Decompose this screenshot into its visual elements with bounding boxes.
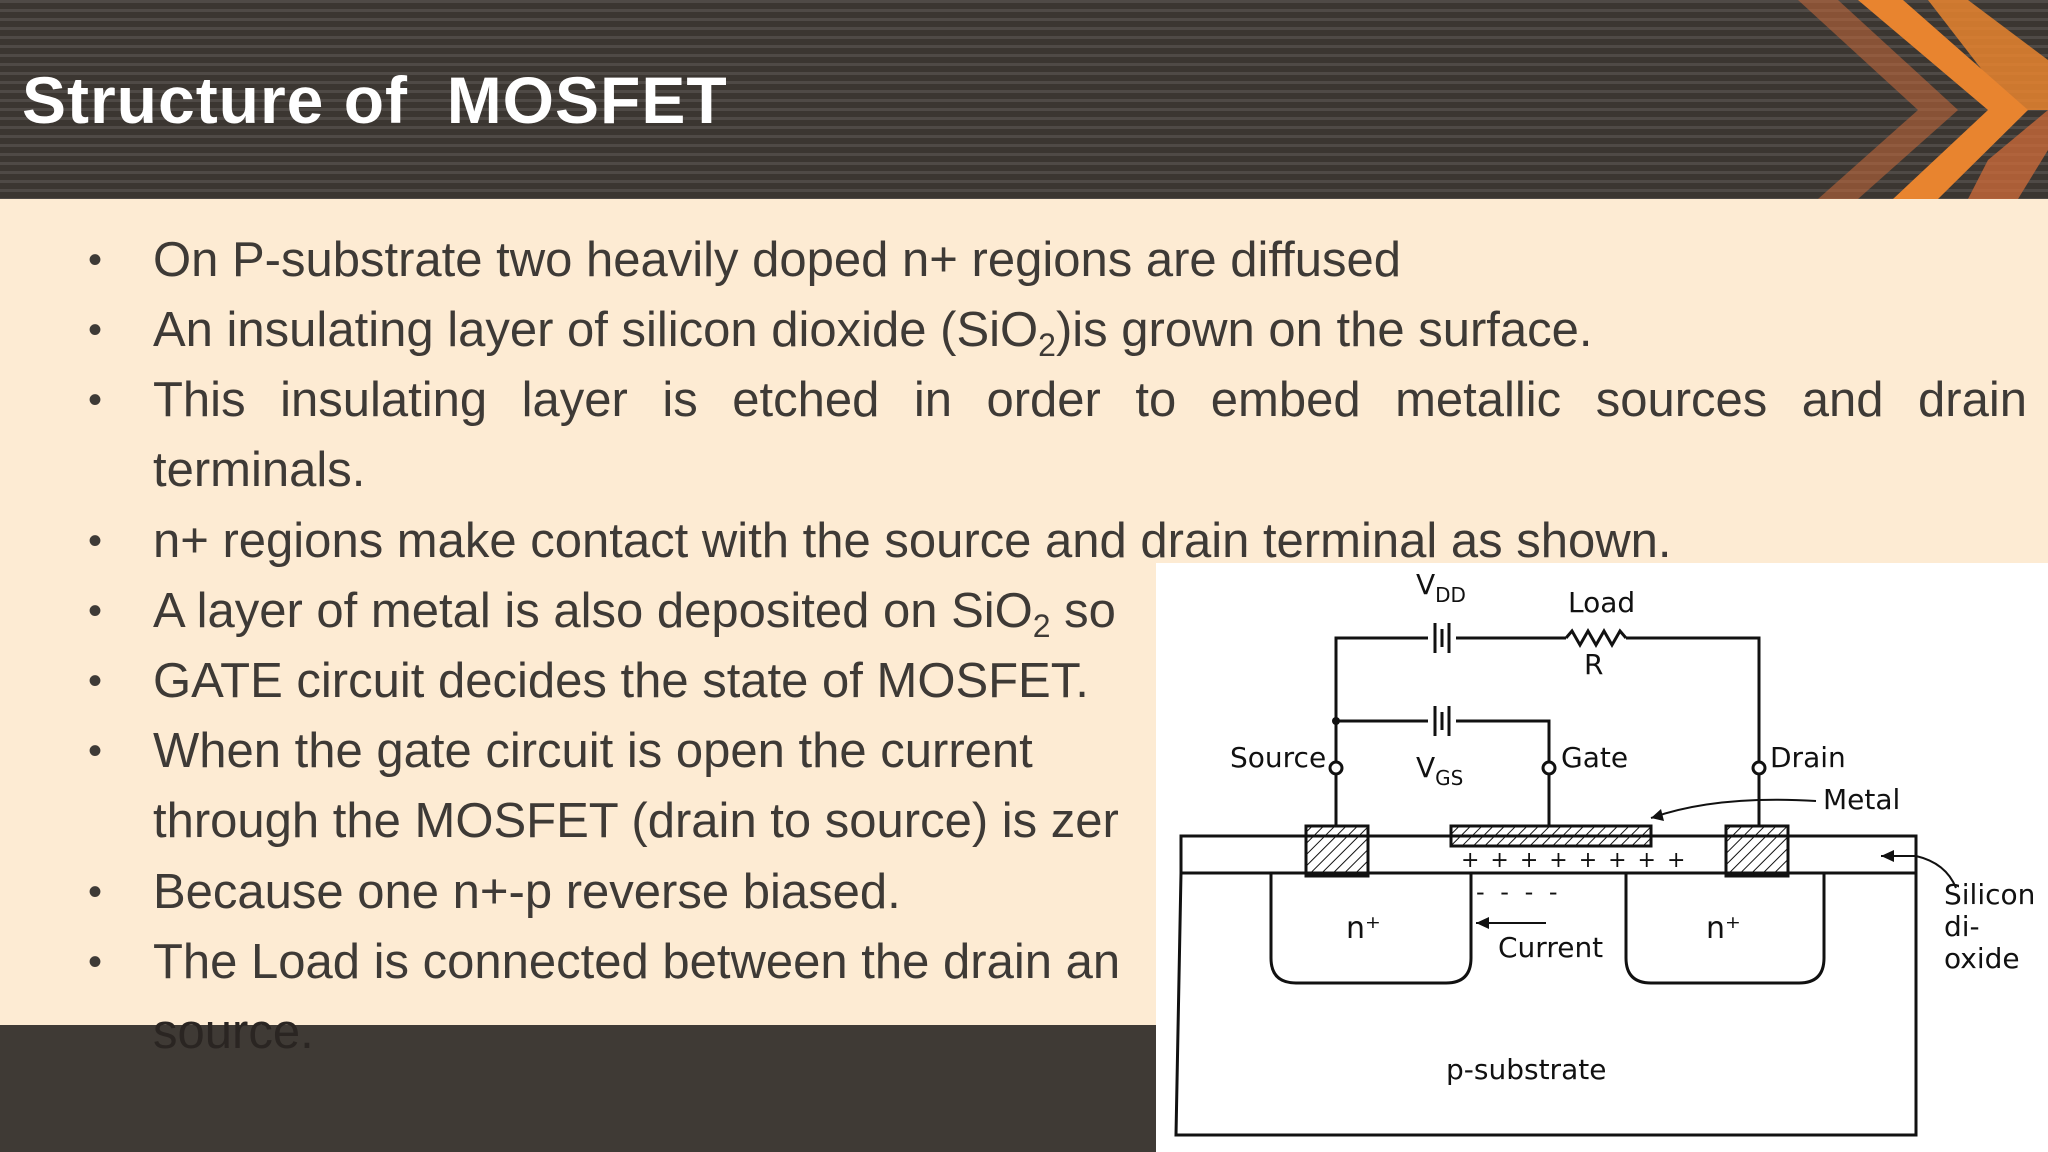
bullet-marker: • [88, 238, 103, 282]
drain-label: Drain [1770, 741, 1846, 774]
positive-charges: + + + + + + + + [1461, 848, 1688, 873]
current-label: Current [1498, 931, 1604, 964]
gate-label: Gate [1561, 741, 1629, 774]
bullet-marker: • [88, 940, 103, 984]
bullet-marker: • [88, 378, 103, 422]
bullet-line: GATE circuit decides the state of MOSFET… [153, 654, 1089, 708]
bullet-line: This insulating layer is etched in order… [153, 373, 2027, 427]
n-plus-right-label: n⁺ [1706, 911, 1741, 946]
bullet-line: A layer of metal is also deposited on Si… [153, 583, 1116, 642]
bullet-marker: • [88, 519, 103, 563]
bullet-marker: • [88, 729, 103, 773]
bullet-marker: • [88, 589, 103, 633]
bullet-text-before: A layer of metal is also deposited on Si… [153, 584, 1033, 638]
bullet-line: through the MOSFET (drain to source) is … [153, 794, 1119, 848]
slide-title: Structure of MOSFET [22, 63, 728, 137]
bullet-line: n+ regions make contact with the source … [153, 514, 1672, 568]
bullet-line: terminals. [153, 443, 366, 497]
chevron-decoration [1798, 0, 2048, 199]
bullet-line: An insulating layer of silicon dioxide (… [153, 302, 1593, 361]
bullet-marker: • [88, 870, 103, 914]
subscript: 2 [1032, 608, 1051, 644]
bullet-text-after: )is grown on the surface. [1055, 303, 1593, 357]
bullet-line: source. [153, 1005, 314, 1059]
bullet-marker: • [88, 308, 103, 352]
load-label: Load [1568, 586, 1636, 619]
metal-label: Metal [1823, 783, 1901, 816]
subscript: 2 [1038, 327, 1056, 363]
bullet-line: The Load is connected between the drain … [153, 935, 1121, 989]
vdd-label: VDD [1416, 568, 1466, 607]
mosfet-diagram-graphics [1174, 623, 1957, 1137]
resistor-label: R [1584, 648, 1604, 681]
bullet-marker: • [88, 659, 103, 703]
negative-charges: - - - - [1476, 878, 1562, 906]
p-substrate-label: p-substrate [1446, 1053, 1607, 1086]
mosfet-structure-diagram: VDD Load R VGS Source Gate Drain Metal +… [1156, 563, 2048, 1152]
bullet-line: Because one n+-p reverse biased. [153, 865, 901, 919]
vgs-label: VGS [1416, 751, 1464, 790]
bullet-line: When the gate circuit is open the curren… [153, 724, 1033, 778]
bullet-text-after: so [1050, 584, 1116, 638]
silicon-dioxide-label: Silicon di- oxide [1944, 878, 2036, 975]
source-label: Source [1230, 741, 1327, 774]
slide-header: Structure of MOSFET [0, 0, 2048, 199]
bullet-line: On P-substrate two heavily doped n+ regi… [153, 233, 1401, 287]
bullet-text-before: An insulating layer of silicon dioxide (… [153, 303, 1039, 357]
n-plus-left-label: n⁺ [1346, 911, 1381, 946]
